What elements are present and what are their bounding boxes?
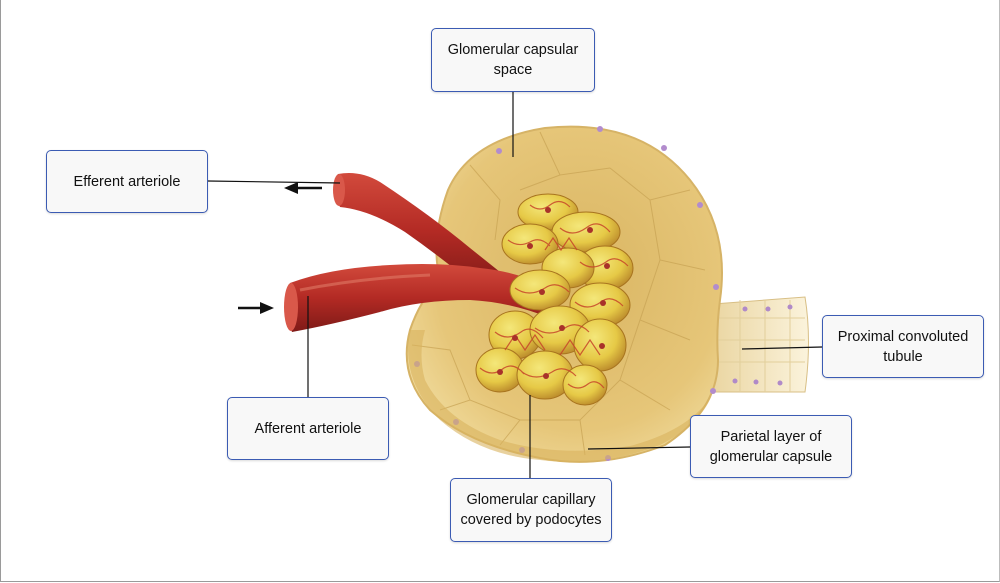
afferent-arteriole-shape [284,264,555,332]
label-glomerular-capillary: Glomerular capillary covered by podocyte… [450,478,612,542]
label-parietal-layer: Parietal layer of glomerular capsule [690,415,852,478]
leader-line-parietal [587,446,691,450]
podocyte-nuclei [497,207,610,379]
efferent-flow-arrow [284,182,322,194]
afferent-flow-arrow [238,302,274,314]
label-proximal-convoluted-tubule: Proximal convoluted tubule [822,315,984,378]
leader-line-efferent [207,180,341,184]
label-efferent-arteriole: Efferent arteriole [46,150,208,213]
efferent-arteriole-shape [333,173,500,290]
label-afferent-arteriole: Afferent arteriole [227,397,389,460]
proximal-tubule-shape [699,296,809,393]
label-glomerular-capsular-space: Glomerular capsular space [431,28,595,92]
leader-line-pct [741,346,823,350]
